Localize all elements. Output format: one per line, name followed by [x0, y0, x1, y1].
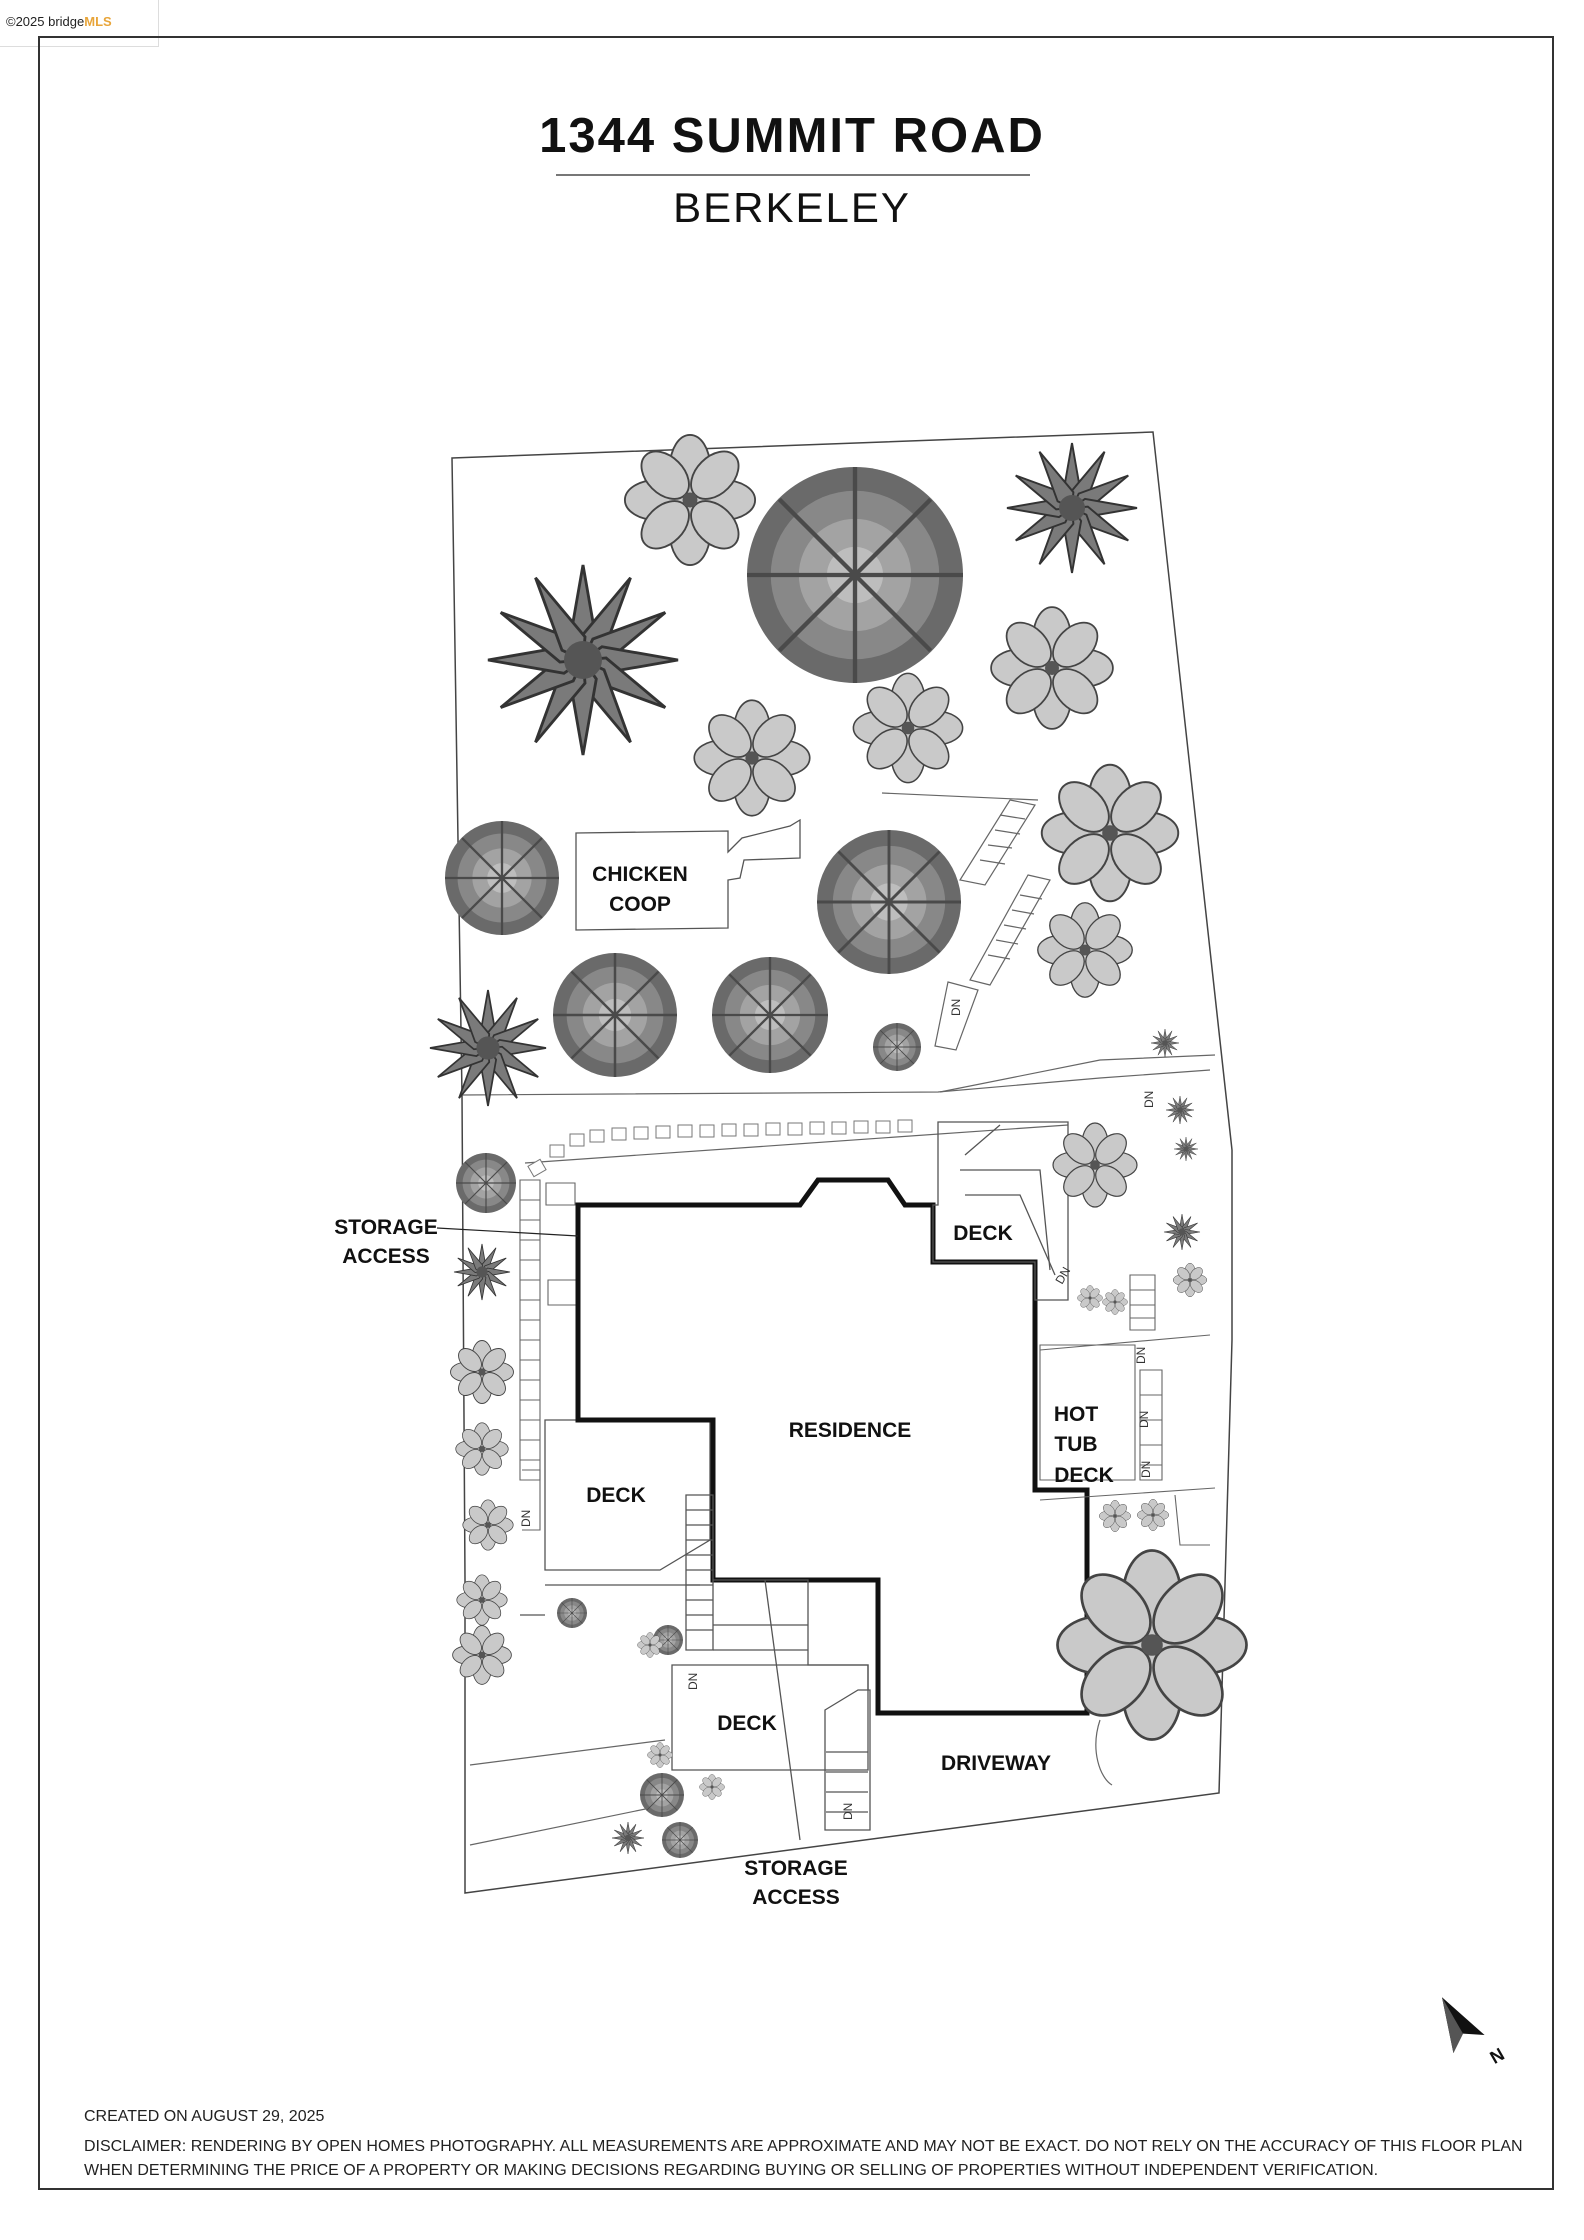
chicken-coop: [575, 818, 801, 931]
garden-path: [461, 1054, 1216, 1164]
residence-outline: [575, 1177, 1090, 1716]
bottom-steps: [824, 1689, 871, 1831]
stepping-stones: [527, 1119, 913, 1178]
label-storage-access-left-2: ACCESS: [342, 1245, 430, 1268]
storage-access-leader: [436, 1227, 579, 1237]
stair-dn-label: DN: [1134, 1347, 1148, 1364]
label-hot-tub-2: TUB: [1054, 1433, 1097, 1456]
label-deck-left: DECK: [586, 1484, 646, 1507]
label-storage-access-bottom-2: ACCESS: [752, 1886, 840, 1909]
deck-lower: [671, 1494, 869, 1841]
lot-boundary: [451, 431, 1233, 1894]
garden-stairs: [881, 792, 1051, 1051]
stair-dn-label: DN: [1137, 1411, 1151, 1428]
label-storage-access-bottom-1: STORAGE: [744, 1857, 847, 1880]
stair-dn-label: DN: [1142, 1091, 1156, 1108]
stair-dn-label: DN: [949, 999, 963, 1016]
north-arrow-label: N: [1487, 2044, 1508, 2068]
label-hot-tub-deck: DECK: [1054, 1464, 1114, 1487]
stair-dn-label: DN: [519, 1510, 533, 1527]
right-side-steps: [1039, 1274, 1216, 1546]
page-frame: [38, 36, 1554, 2190]
driveway-area: [469, 1719, 1113, 1846]
label-chicken-coop-2: COOP: [609, 893, 671, 916]
property-address: 1344 SUMMIT ROAD: [539, 109, 1045, 163]
label-chicken-coop-1: CHICKEN: [592, 863, 688, 886]
stair-dn-label: DN: [686, 1673, 700, 1690]
stair-dn-label: DN: [1139, 1461, 1153, 1478]
side-walkway: [519, 1179, 579, 1531]
bridgemls-watermark: ©2025 bridgeMLS: [0, 0, 159, 47]
label-hot-tub-1: HOT: [1054, 1403, 1099, 1426]
north-arrow-icon: [1442, 1997, 1485, 2054]
label-driveway: DRIVEWAY: [941, 1752, 1051, 1775]
disclaimer-line-2: WHEN DETERMINING THE PRICE OF A PROPERTY…: [84, 2162, 1379, 2179]
watermark-copyright: ©2025 bridge: [6, 14, 85, 29]
stair-dn-label: DN: [841, 1803, 855, 1820]
disclaimer-line-1: DISCLAIMER: RENDERING BY OPEN HOMES PHOT…: [84, 2138, 1523, 2155]
title-divider: [556, 174, 1030, 176]
label-storage-access-left-1: STORAGE: [334, 1216, 437, 1239]
stair-dn-label: DN: [1052, 1264, 1073, 1286]
label-deck-lower: DECK: [717, 1712, 777, 1735]
deck-left: [520, 1419, 711, 1616]
created-date: CREATED ON AUGUST 29, 2025: [84, 2108, 325, 2125]
watermark-text: ©2025 bridgeMLS: [6, 14, 112, 29]
watermark-brand: MLS: [84, 14, 112, 29]
label-residence: RESIDENCE: [789, 1419, 912, 1442]
label-deck-upper-right: DECK: [953, 1222, 1013, 1245]
property-city: BERKELEY: [673, 184, 911, 231]
